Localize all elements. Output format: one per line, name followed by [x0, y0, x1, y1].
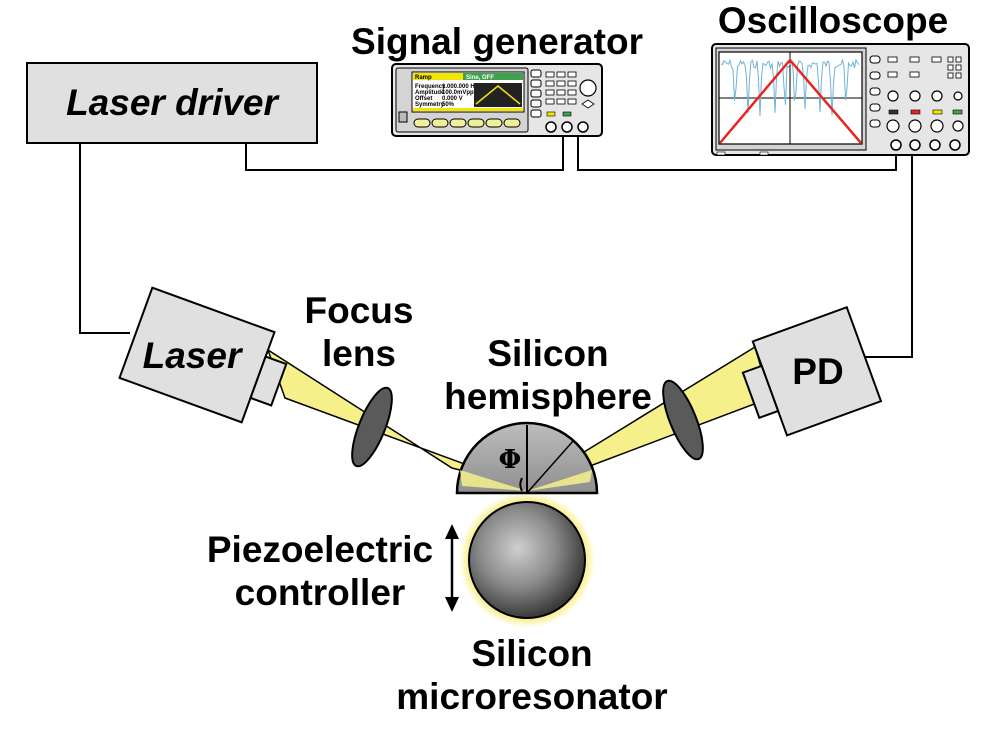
gen-header-yellow: [413, 73, 463, 80]
gen-output-text: Sine, OFF: [466, 75, 494, 81]
hemisphere-label-line1: Silicon: [487, 333, 608, 374]
piezo-double-arrow: [445, 524, 459, 612]
wire-signal-generator-to-oscilloscope: [577, 135, 897, 171]
scope-channel-buttons: [888, 109, 963, 115]
laser-driver-box: [26, 62, 318, 144]
angle-arc: [519, 477, 523, 492]
gen-indicator-yellow: [546, 111, 556, 117]
phi-symbol: Φ: [499, 445, 522, 475]
gen-preview-ramp: [475, 85, 521, 105]
oscilloscope-ramp: [719, 58, 862, 144]
scope-bottom-button-2: [759, 151, 769, 156]
gen-row-1-value: 100.0mVpp: [442, 90, 474, 96]
gen-waveform-text: Ramp: [415, 75, 432, 81]
scope-bnc-connectors: [890, 139, 961, 151]
piezo-label-line2: controller: [235, 572, 406, 613]
laser-driver-label: Laser driver: [66, 82, 280, 123]
gen-row-1-label: Amplitude: [415, 90, 445, 96]
scope-bottom-button-1: [716, 151, 726, 156]
microresonator-label-line1: Silicon: [471, 633, 592, 674]
oscilloscope-label: Oscilloscope: [718, 0, 948, 41]
laser-label: Laser: [143, 335, 244, 376]
wires: [79, 135, 913, 358]
gen-knob: [579, 79, 597, 97]
scope-menu-buttons: [869, 55, 881, 128]
oscilloscope-trace: [720, 58, 860, 117]
gen-row-3-label: Symmetry: [415, 102, 445, 108]
hemisphere-beam-inside-right: [527, 470, 592, 491]
gen-arrow-keys: [581, 99, 595, 109]
gen-keypad: [545, 71, 577, 105]
laser-aperture: [249, 355, 288, 407]
resonator-sphere: [468, 501, 586, 619]
pd-aperture: [741, 364, 780, 420]
photodetector: [741, 305, 883, 437]
pd-label: PD: [792, 351, 843, 392]
scope-knobs: [886, 90, 964, 133]
gen-side-keys: [530, 69, 542, 118]
hemisphere-label-line2: hemisphere: [444, 376, 652, 417]
laser-driver: Laser driver: [26, 62, 318, 144]
gen-row-0-label: Frequency: [415, 84, 446, 90]
wire-oscilloscope-to-pd: [858, 155, 913, 358]
focus-lens-label-line1: Focus: [305, 290, 414, 331]
oscilloscope-graticule: [719, 52, 862, 144]
signal-generator-power-button: [398, 111, 408, 123]
gen-row-2-label: Offset: [415, 96, 432, 102]
silicon-microresonator: [459, 492, 595, 628]
focus-lens: [351, 386, 393, 468]
gen-softkeys: [413, 118, 521, 128]
wire-driver-to-laser: [79, 143, 130, 334]
laser: [118, 286, 288, 424]
gen-preview-box: [474, 83, 522, 107]
hemisphere-beam-inside-left: [460, 470, 527, 491]
gen-header-green: [463, 73, 523, 80]
gen-bnc-connectors: [545, 121, 589, 133]
scope-control-buttons: [887, 56, 962, 79]
focus-lens-label-line2: lens: [322, 333, 396, 374]
hemisphere-chord-line: [526, 439, 575, 494]
oscilloscope: [711, 43, 970, 156]
gen-status-bar: [413, 108, 523, 111]
gen-row-3-value: 50%: [442, 102, 455, 108]
wire-driver-to-signal-generator: [245, 135, 564, 171]
gen-row-2-value: 0.000 V: [442, 96, 463, 102]
gen-indicator-green: [562, 111, 572, 117]
collection-lens: [662, 379, 704, 461]
signal-generator-label: Signal generator: [351, 21, 643, 62]
silicon-hemisphere: Φ: [455, 421, 599, 495]
piezo-label-line1: Piezoelectric: [207, 529, 433, 570]
signal-generator: Ramp Sine, OFF Frequency 1.000.000 Hz Am…: [391, 63, 603, 137]
microresonator-label-line2: microresonator: [396, 676, 667, 717]
gen-row-0-value: 1.000.000 Hz: [442, 84, 478, 90]
